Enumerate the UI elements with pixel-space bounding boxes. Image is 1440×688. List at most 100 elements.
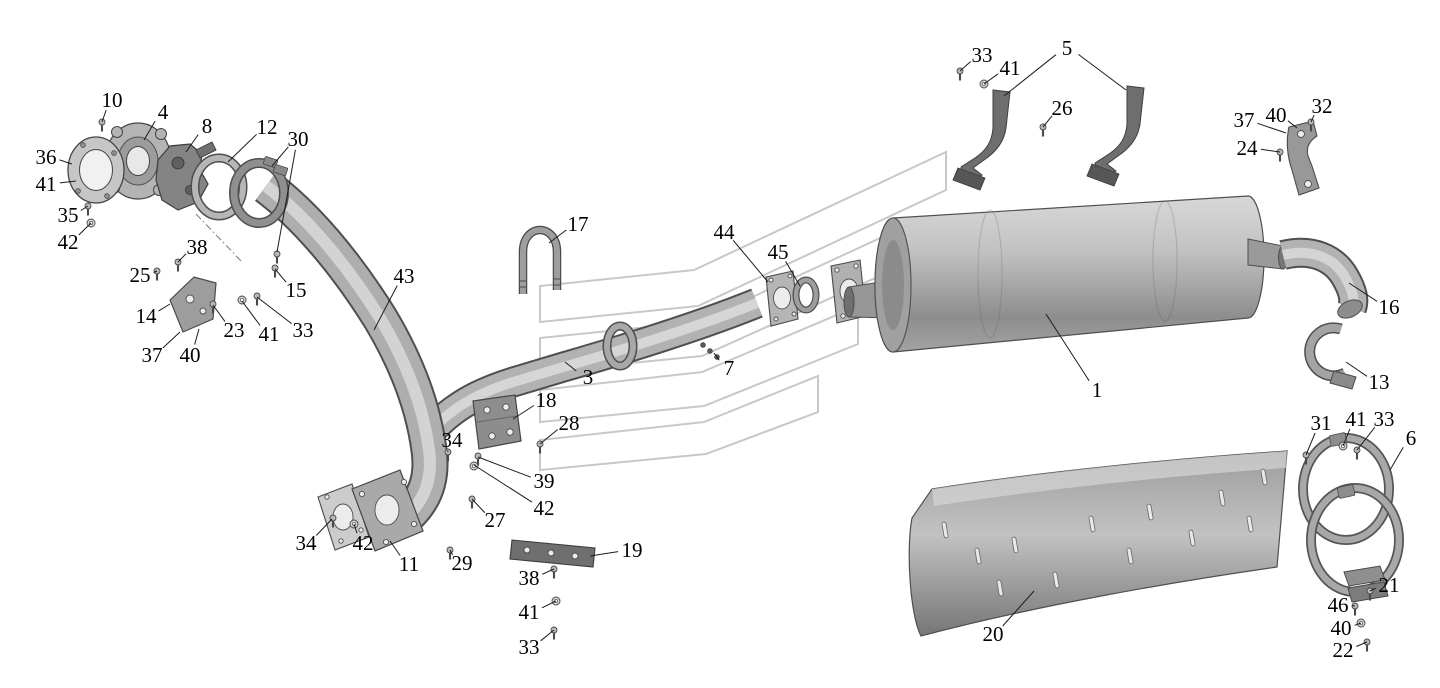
washer-icon — [237, 295, 247, 305]
vent-slot — [1052, 571, 1060, 589]
callout-42: 42 — [353, 531, 374, 555]
callout-23: 23 — [224, 318, 245, 342]
leader-line — [1345, 361, 1368, 377]
callout-40: 40 — [180, 343, 201, 367]
band-clamps — [1298, 432, 1404, 603]
leader-line — [78, 222, 92, 236]
leader-line — [153, 270, 158, 273]
callout-7: 7 — [724, 356, 735, 380]
support-bracket — [169, 276, 217, 333]
callout-20: 20 — [983, 622, 1004, 646]
bolt-icon — [1352, 445, 1362, 461]
callout-21: 21 — [1379, 573, 1400, 597]
callout-28: 28 — [559, 411, 580, 435]
callout-17: 17 — [568, 212, 589, 236]
leader-line — [471, 498, 486, 513]
callout-6: 6 — [1406, 426, 1417, 450]
leader-line — [1002, 590, 1035, 627]
stud-icon — [707, 348, 713, 354]
callout-40: 40 — [1266, 103, 1287, 127]
callout-41: 41 — [36, 172, 57, 196]
callout-26: 26 — [1052, 96, 1073, 120]
callout-31: 31 — [1311, 411, 1332, 435]
leader-line — [540, 629, 555, 642]
vent-slot — [1260, 468, 1268, 486]
leader-line — [1045, 313, 1090, 382]
callout-24: 24 — [1237, 136, 1259, 160]
leader-line — [59, 180, 77, 184]
clamp-lever-part — [155, 141, 217, 211]
leader-line — [1003, 54, 1057, 97]
bolt-icon — [1350, 601, 1360, 617]
vent-slot — [1126, 547, 1134, 565]
u-bolt — [518, 225, 562, 294]
callout-41: 41 — [1000, 56, 1021, 80]
callout-42: 42 — [58, 230, 79, 254]
callout-25: 25 — [130, 263, 151, 287]
bolt-icon — [173, 257, 183, 273]
leader-line — [785, 260, 801, 287]
callout-14: 14 — [136, 304, 158, 328]
bolt-icon — [1275, 147, 1285, 163]
mounting-bracket-right — [1086, 85, 1145, 187]
callout-36: 36 — [36, 145, 57, 169]
leader-line — [274, 268, 287, 283]
leader-line — [473, 464, 533, 503]
callout-19: 19 — [622, 538, 643, 562]
callout-33: 33 — [972, 43, 993, 67]
bolt-icon — [467, 494, 477, 510]
heat-shield — [908, 450, 1288, 637]
bolt-icon — [1362, 637, 1372, 653]
leader-line — [1257, 122, 1287, 134]
callout-34: 34 — [442, 428, 464, 452]
shield-vent-slots — [941, 468, 1268, 597]
stud-icon — [700, 342, 706, 348]
callout-38: 38 — [187, 235, 208, 259]
leader-line — [353, 523, 358, 534]
vent-slot — [974, 547, 982, 565]
callout-41: 41 — [259, 322, 280, 346]
bracket-plate — [472, 394, 522, 450]
leader-line — [256, 296, 292, 324]
leader-line — [143, 120, 156, 141]
callout-27: 27 — [485, 508, 506, 532]
callout-10: 10 — [102, 88, 123, 112]
leader-line — [713, 352, 720, 361]
vent-slot — [941, 521, 949, 539]
inlet-flange-cluster — [67, 122, 289, 264]
bolt-icon — [252, 291, 262, 307]
leader-line — [1287, 120, 1298, 129]
leader-line — [1078, 53, 1127, 91]
bolt-icon — [1038, 122, 1048, 138]
leader-line — [241, 300, 261, 326]
bolt-icon — [272, 249, 282, 265]
bolt-icon — [549, 625, 559, 641]
callout-13: 13 — [1369, 370, 1390, 394]
mounting-bracket-left — [952, 89, 1011, 191]
leader-line — [1348, 282, 1378, 302]
bolt-icon — [955, 66, 965, 82]
leader-line — [212, 304, 226, 322]
callout-33: 33 — [293, 318, 314, 342]
callout-4: 4 — [158, 100, 169, 124]
leader-line — [1356, 641, 1368, 647]
callout-37: 37 — [1234, 108, 1255, 132]
callout-15: 15 — [286, 278, 307, 302]
leader-line — [101, 109, 107, 123]
leader-line — [477, 456, 531, 478]
leader-line — [1042, 115, 1053, 128]
leader-line — [548, 229, 567, 244]
callout-16: 16 — [1379, 295, 1400, 319]
callout-33: 33 — [1374, 407, 1395, 431]
callout-40: 40 — [1331, 616, 1352, 640]
leader-line — [449, 549, 453, 556]
flange-ring — [67, 136, 125, 204]
vent-slot — [1246, 515, 1254, 533]
leader-line — [732, 239, 769, 283]
leader-line — [589, 551, 619, 557]
leader-line — [959, 61, 972, 72]
leader-line — [1369, 587, 1376, 592]
leader-line — [541, 600, 557, 609]
